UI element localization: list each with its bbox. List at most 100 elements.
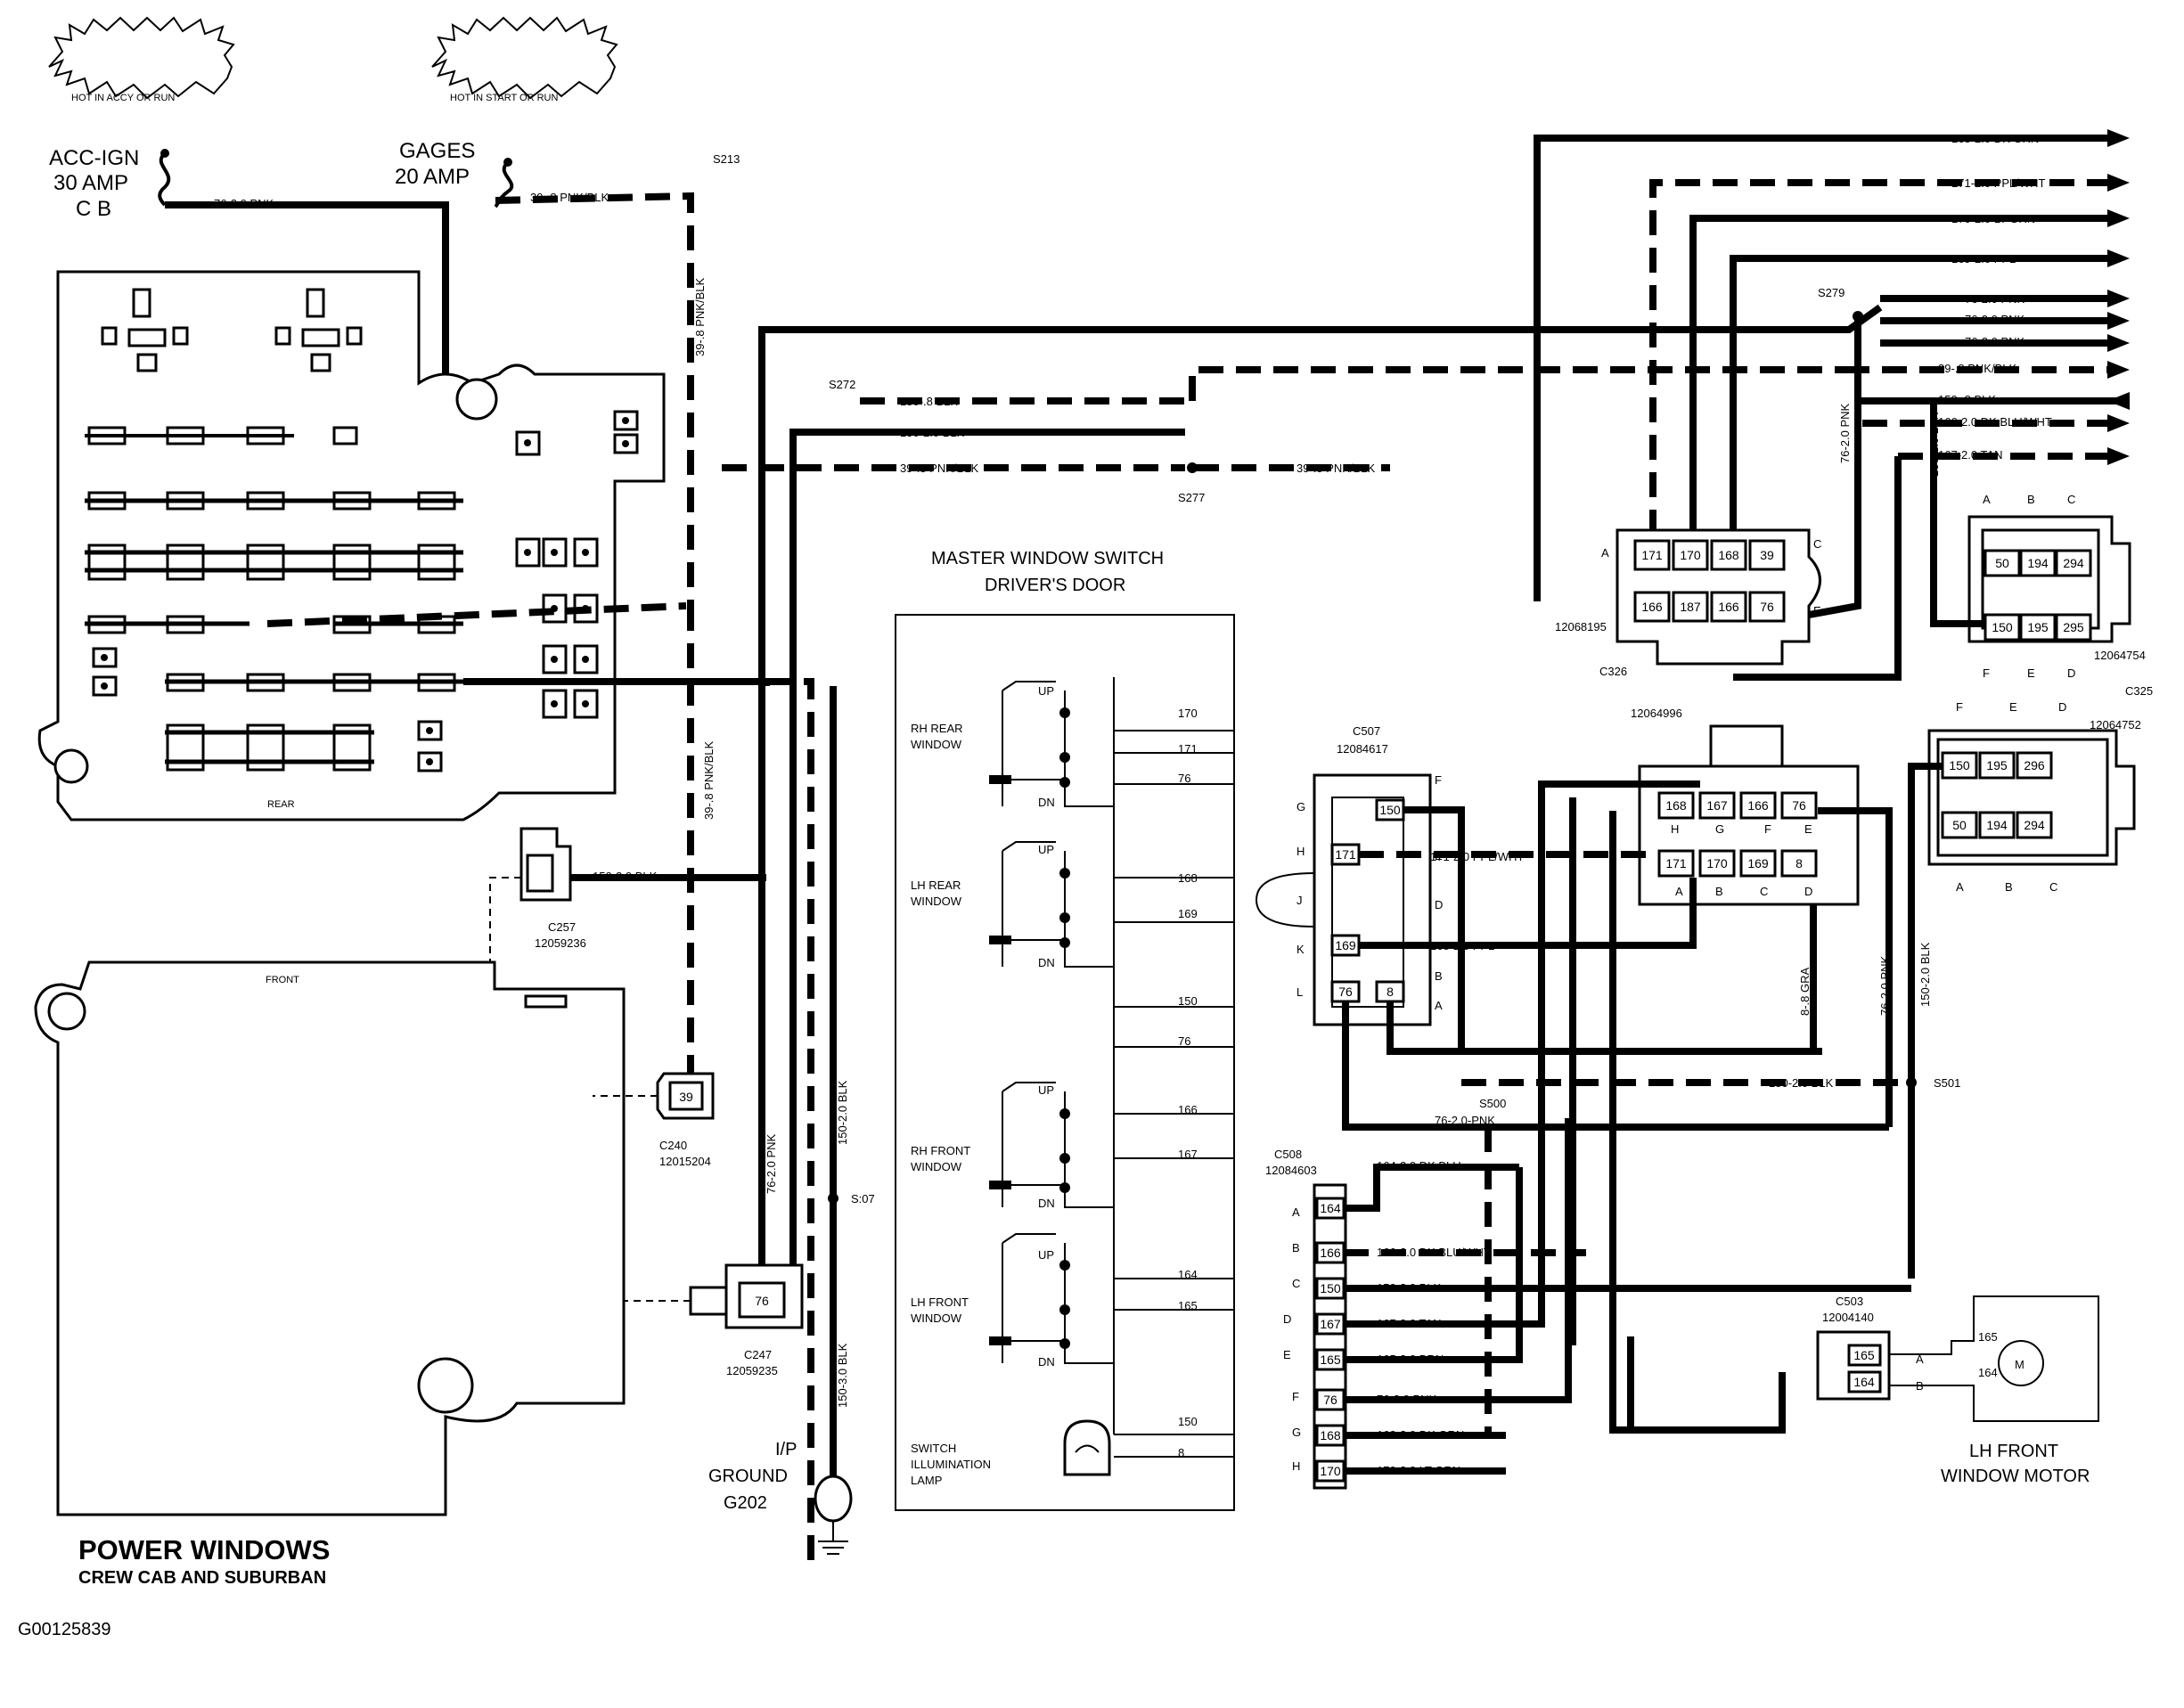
acc-ign-line2: 30 AMP	[53, 171, 128, 195]
figure-id: G00125839	[18, 1620, 111, 1639]
hot-label-accy-text: HOT IN ACCY OR RUN	[71, 93, 175, 103]
svg-text:150: 150	[1178, 994, 1198, 1008]
svg-text:E: E	[2009, 700, 2017, 714]
fuse-symbol-acc	[158, 149, 171, 207]
rh-front-label-2: WINDOW	[911, 1160, 962, 1173]
lamp-label-2: ILLUMINATION	[911, 1458, 991, 1471]
svg-text:166: 166	[1320, 1246, 1341, 1260]
wire-39-vertical-label-2: 39-.8 PNK/BLK	[702, 741, 716, 820]
svg-text:H: H	[1292, 1459, 1300, 1473]
svg-text:170: 170	[1680, 548, 1701, 562]
svg-text:D: D	[1283, 1312, 1291, 1326]
c508-wires: 164-2.0 DK BLU 166-2.0 DK BLU/WHT 150-2.…	[1344, 780, 1911, 1477]
connector-c326: 171 170 168 39 166 187 166 76 A C E 1206…	[1555, 528, 1821, 678]
connector-12064996: 168 167 166 76 171 170 169 8 H G F E A B…	[1631, 707, 1860, 906]
motor-label-2: WINDOW MOTOR	[1941, 1467, 2090, 1486]
svg-text:C: C	[1292, 1277, 1300, 1290]
svg-text:168: 168	[1320, 1428, 1341, 1442]
svg-text:G: G	[1715, 822, 1724, 836]
ground-ip: I/P	[775, 1440, 797, 1459]
splice-s272: S272	[829, 378, 855, 391]
svg-text:168-2.0 PPL: 168-2.0 PPL	[1430, 939, 1494, 952]
connector-12064752: 150 195 296 50 194 294 F E D A B C 12064…	[1927, 700, 2141, 894]
rh-rear-label-2: WINDOW	[911, 738, 962, 751]
master-switch-title-1: MASTER WINDOW SWITCH	[931, 549, 1164, 568]
ground-g202: I/P GROUND G202	[708, 1440, 853, 1555]
svg-text:39-.8 PNK/BLK: 39-.8 PNK/BLK	[1296, 462, 1375, 475]
c507-label: C507	[1353, 724, 1380, 738]
svg-text:170-2.0 LT GRN: 170-2.0 LT GRN	[1377, 1464, 1460, 1477]
svg-text:B: B	[1292, 1241, 1300, 1254]
rear-fuse-row-3	[85, 543, 463, 581]
svg-text:39: 39	[1760, 548, 1774, 562]
svg-text:DN: DN	[1038, 796, 1055, 809]
svg-text:76-2.0 PNK: 76-2.0 PNK	[1377, 1393, 1437, 1406]
wire-150-rear-out	[766, 678, 814, 1568]
svg-text:76: 76	[1338, 985, 1353, 999]
svg-text:K: K	[1296, 943, 1305, 956]
svg-text:76: 76	[1178, 1034, 1190, 1048]
svg-text:76-2.0-PNK: 76-2.0-PNK	[1435, 1114, 1495, 1127]
lh-front-window-motor: 165 164 M LH FRONT WINDOW MOTOR	[1889, 1295, 2099, 1486]
svg-text:39-.8 PNK/BLK: 39-.8 PNK/BLK	[1938, 362, 2016, 375]
ground-g202: G202	[724, 1493, 767, 1513]
rear-label: REAR	[267, 799, 295, 810]
c752-pn: 12064752	[2090, 718, 2141, 731]
ground-ground: GROUND	[708, 1467, 788, 1486]
svg-text:A: A	[1983, 493, 1991, 506]
master-window-switch: MASTER WINDOW SWITCH DRIVER'S DOOR RH RE…	[895, 549, 1235, 1511]
svg-text:UP: UP	[1038, 684, 1054, 698]
svg-text:150-.8 BLK: 150-.8 BLK	[1938, 393, 1996, 406]
svg-text:F: F	[1983, 666, 1990, 680]
svg-text:168-2.0 DK GRN: 168-2.0 DK GRN	[1377, 1428, 1464, 1442]
lh-front-label-2: WINDOW	[911, 1312, 962, 1325]
rear-fuse-row-2	[85, 491, 463, 511]
svg-text:E: E	[1804, 822, 1812, 836]
rh-front-label-1: RH FRONT	[911, 1144, 970, 1157]
svg-text:167-2.0 TAN: 167-2.0 TAN	[1377, 1317, 1442, 1330]
svg-text:C: C	[2049, 880, 2057, 894]
svg-text:164: 164	[1853, 1375, 1875, 1389]
wire-150-3-vertical: 150-3.0 BLK	[836, 1343, 849, 1408]
svg-text:150-2.0 BLK: 150-2.0 BLK	[1377, 1281, 1442, 1295]
wire-150-blk-c257: 150-2.0 BLK	[593, 870, 658, 883]
svg-text:76-2.0 PNK: 76-2.0 PNK	[1838, 403, 1852, 463]
svg-text:170-2.0 LT GRN: 170-2.0 LT GRN	[1951, 212, 2035, 225]
acc-ign-line3: C B	[76, 197, 111, 221]
wire-150-2-blk-mid-label: 150-2.0 BLK	[900, 426, 965, 439]
svg-text:D: D	[1435, 898, 1443, 911]
svg-text:H: H	[1296, 845, 1305, 858]
rear-fuse-row-5	[165, 673, 463, 692]
svg-text:8: 8	[1178, 1446, 1184, 1459]
splice-s213: S213	[713, 152, 740, 166]
svg-text:8-.8 GRA: 8-.8 GRA	[1798, 967, 1812, 1016]
rear-fuse-row-6	[165, 723, 374, 772]
c240-pin: 39	[679, 1090, 693, 1104]
svg-text:170: 170	[1178, 707, 1198, 720]
svg-text:168-2.0 DK GRN: 168-2.0 DK GRN	[1951, 132, 2039, 145]
svg-text:195: 195	[1986, 758, 2008, 772]
c503-label: C503	[1836, 1295, 1863, 1308]
svg-text:195: 195	[2027, 620, 2049, 634]
svg-text:A: A	[1435, 999, 1443, 1012]
svg-text:76: 76	[755, 1294, 769, 1308]
motor-m: M	[2015, 1358, 2024, 1371]
lamp-label-3: LAMP	[911, 1474, 942, 1487]
svg-text:295: 295	[2063, 620, 2084, 634]
svg-text:A: A	[1675, 885, 1683, 898]
svg-text:171-2.0 PPL/WHT: 171-2.0 PPL/WHT	[1951, 176, 2046, 190]
splice-s277: S277	[1178, 491, 1205, 504]
svg-text:H: H	[1671, 822, 1679, 836]
page-title: POWER WINDOWS	[78, 1534, 331, 1565]
front-fuse-block: FRONT	[34, 960, 626, 1516]
page-subtitle: CREW CAB AND SUBURBAN	[78, 1568, 327, 1588]
svg-text:F: F	[1956, 700, 1963, 714]
rear-fuse-row-1	[85, 426, 358, 445]
motor-label-1: LH FRONT	[1969, 1442, 2058, 1461]
lh-rear-label-2: WINDOW	[911, 895, 962, 908]
svg-text:166: 166	[1747, 798, 1769, 813]
svg-text:150: 150	[1379, 803, 1401, 817]
c240-label: C240	[659, 1139, 687, 1152]
svg-text:171-2.0 PPL/WHT: 171-2.0 PPL/WHT	[1430, 850, 1525, 863]
